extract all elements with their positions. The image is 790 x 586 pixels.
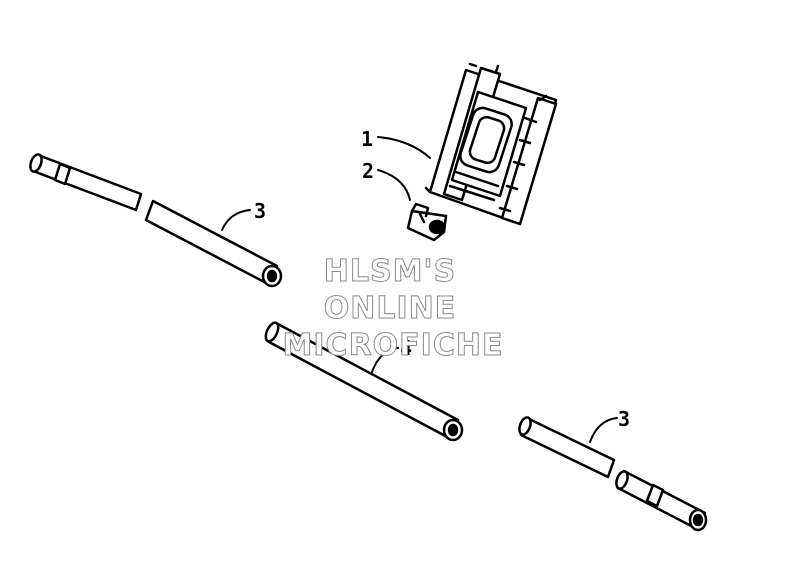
- part-1-bracket: [424, 62, 558, 226]
- callout-2: 2: [362, 159, 374, 183]
- leader-4: [371, 347, 399, 373]
- part-3-rod-upper: [29, 153, 283, 288]
- part-3-rod-lower: [518, 416, 708, 532]
- leader-1: [377, 136, 431, 159]
- leader-3-upper: [221, 209, 251, 231]
- leader-2: [377, 169, 411, 201]
- callout-3-lower: 3: [618, 407, 630, 431]
- watermark-line-2: ONLINE: [323, 291, 457, 327]
- part-4-rod: [264, 321, 464, 442]
- leader-3-lower: [589, 417, 618, 443]
- callout-4: 4: [400, 336, 412, 360]
- watermark-line-3: MICROFICHE: [282, 328, 504, 364]
- watermark-line-1: HLSM'S: [323, 254, 457, 290]
- callout-3-upper: 3: [254, 199, 266, 223]
- part-2-clip: [406, 202, 448, 242]
- callout-1: 1: [361, 127, 373, 151]
